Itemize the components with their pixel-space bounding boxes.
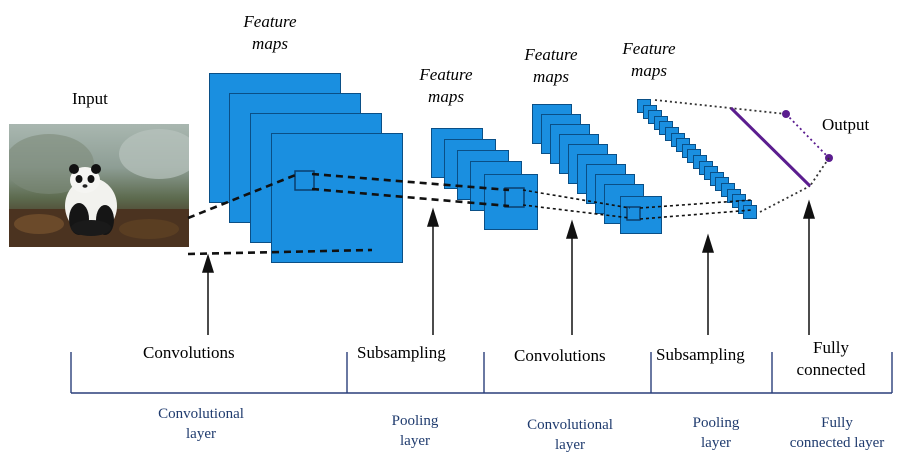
layer-name-line: connected layer [789,435,885,451]
feature-maps-title-word: maps [631,61,667,80]
receptive-field-c1 [294,170,315,191]
feature-map-s1-5 [484,174,538,230]
feature-map-c2-10 [620,196,662,234]
feature-maps-title-word: Feature [243,12,297,31]
arrow-up-icon [426,207,440,227]
operation-label-line: Fully [813,338,849,357]
input-label: Input [72,89,108,108]
feature-maps-title-1: Feature maps [230,11,310,55]
layer-name-fully-connected: Fully connected layer [772,413,902,453]
fully-connected-line [729,106,812,188]
operation-label-line: connected [796,360,866,379]
layer-name-line: Fully [821,415,853,431]
feature-maps-title-word: Feature [622,39,676,58]
feature-maps-title-word: Feature [524,45,578,64]
feature-maps-title-4: Feature maps [609,38,689,82]
feature-maps-title-word: maps [252,34,288,53]
feature-map-s2-20 [743,205,758,220]
receptive-field-s1 [504,187,525,208]
layer-brackets [70,352,893,394]
feature-maps-title-word: maps [428,87,464,106]
layer-name-line: layer [701,435,731,451]
operation-label-subsampling-2: Subsampling [656,345,745,364]
operation-label-fully-connected: Fully connected [786,337,876,381]
feature-maps-title-word: Feature [419,65,473,84]
layer-name-convolutional-1: Convolutional layer [131,404,271,444]
operation-label-convolutions-1: Convolutions [143,343,235,362]
arrow-up-icon [802,199,816,219]
layer-name-line: Convolutional [527,417,613,433]
operation-label-subsampling-1: Subsampling [357,343,446,362]
feature-maps-title-2: Feature maps [406,64,486,108]
arrow-up-icon [701,233,715,253]
layer-name-convolutional-2: Convolutional layer [500,415,640,455]
operation-label-convolutions-2: Convolutions [514,346,606,365]
layer-name-line: Pooling [391,413,439,429]
panda-photo [9,124,189,247]
receptive-field-c2 [626,206,641,221]
arrow-up-icon [201,253,215,273]
layer-name-pooling-1: Pooling layer [365,411,465,451]
layer-name-pooling-2: Pooling layer [666,413,766,453]
layer-name-line: layer [400,433,430,449]
layer-name-line: Pooling [692,415,740,431]
feature-maps-title-word: maps [533,67,569,86]
layer-name-line: Convolutional [158,406,244,422]
arrow-up-icon [565,219,579,239]
output-label: Output [822,115,870,134]
layer-name-line: layer [555,437,585,453]
feature-maps-title-3: Feature maps [511,44,591,88]
layer-name-line: layer [186,426,216,442]
